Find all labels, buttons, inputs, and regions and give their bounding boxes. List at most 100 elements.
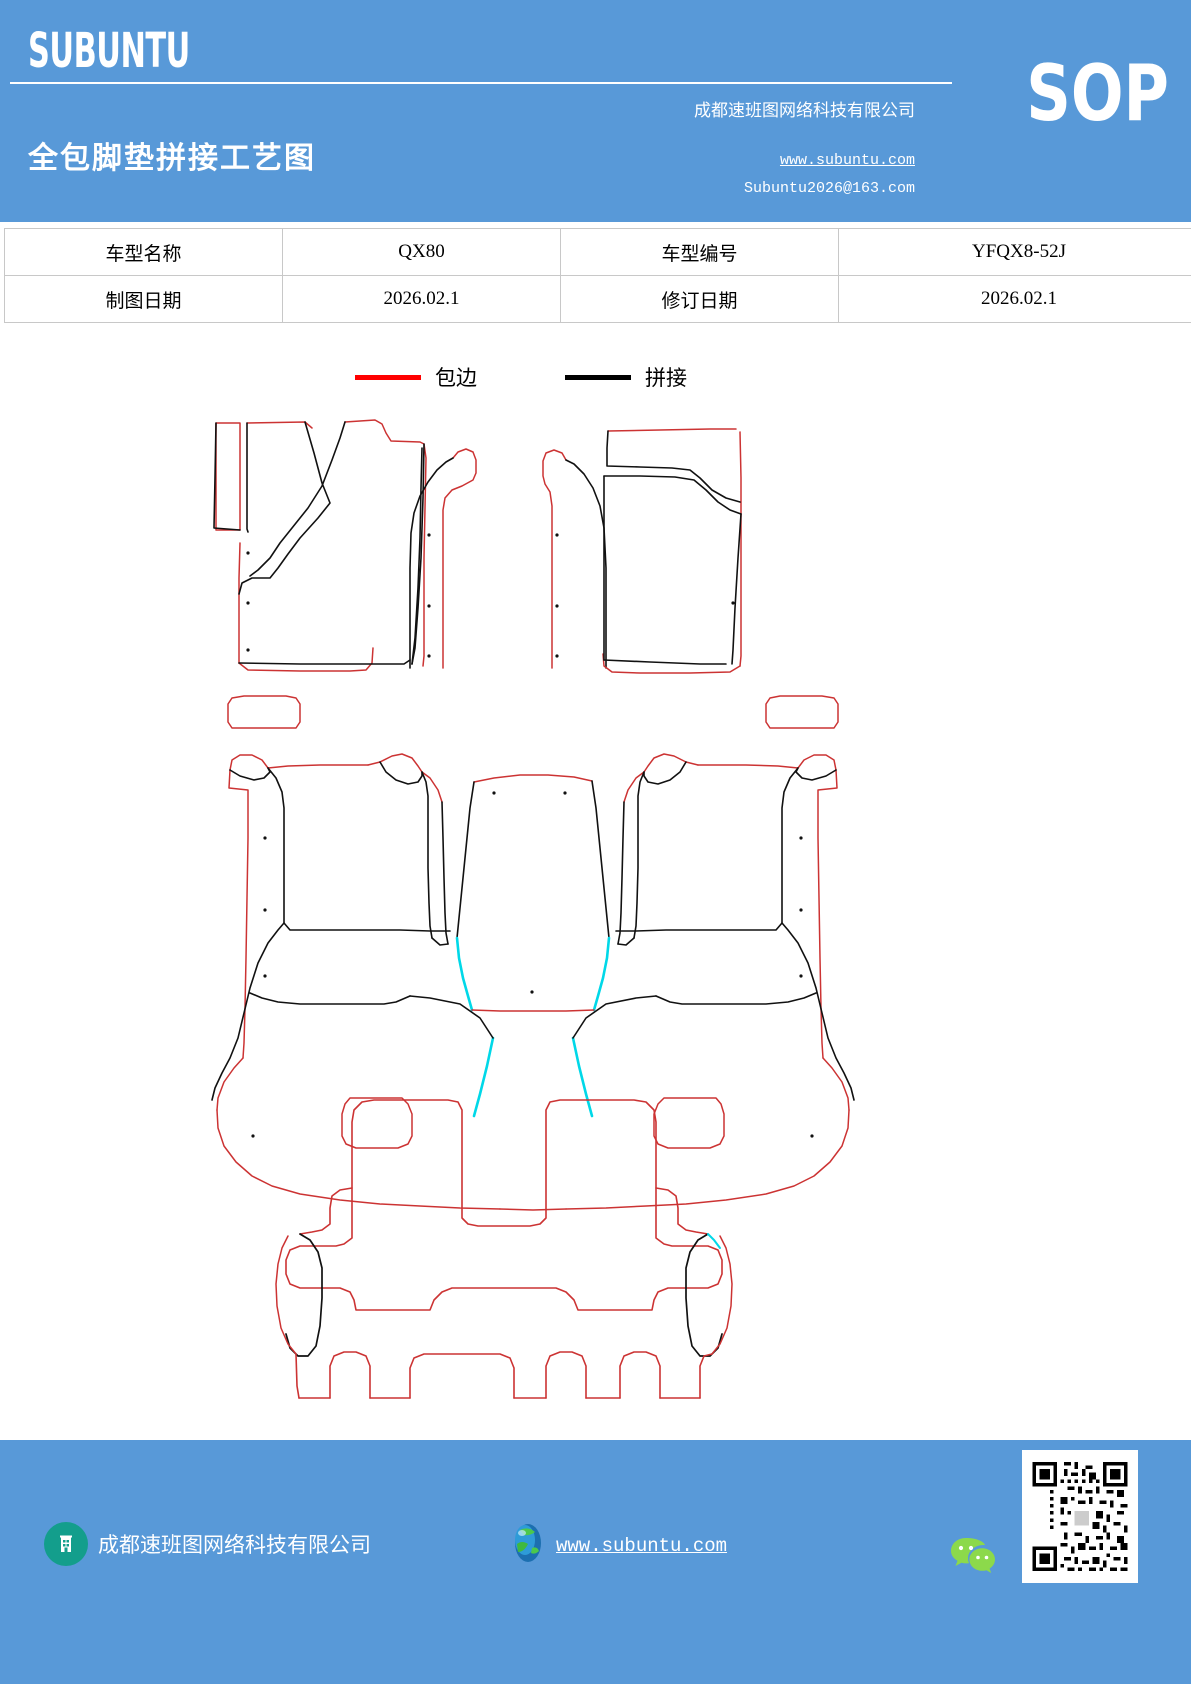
second-row-cap-right <box>765 695 839 729</box>
fastener-dot <box>563 791 567 795</box>
drawing-legend: 包边 拼接 <box>0 358 1191 398</box>
legend-item-seam: 拼接 <box>565 362 687 392</box>
second-row-rightinner-seam3 <box>617 801 625 945</box>
second-row-right-lower-seam <box>781 922 855 1101</box>
footer-website-text: www.subuntu.com <box>556 1534 728 1557</box>
second-row-leftinner-binding <box>367 753 443 803</box>
second-row-right-inner-seam <box>655 992 817 1005</box>
page-footer: 成都速班图网络科技有限公司 www.subuntu.com <box>0 1440 1191 1684</box>
second-row-lower-accent-right <box>571 1036 594 1118</box>
second-row-mat <box>211 695 855 1211</box>
footer-company-name: 成都速班图网络科技有限公司 <box>98 1533 371 1557</box>
driver-mat-bottom-binding <box>238 647 374 672</box>
driver-mat-seam-a <box>213 422 241 531</box>
driver-mat-left-binding <box>238 542 241 664</box>
third-row-left-blade-seam <box>285 1233 323 1357</box>
fastener-dot <box>530 990 534 994</box>
header-email: Subuntu2026@163.com <box>743 180 915 197</box>
third-row-left-blade-binding <box>275 1235 297 1355</box>
driver-mat-seam-right <box>411 443 425 665</box>
driver-mat-outer-binding <box>246 419 427 667</box>
legend-item-binding: 包边 <box>355 362 477 392</box>
third-row-right-blade-seam <box>685 1233 723 1357</box>
passenger-mat-seam-right <box>731 513 742 665</box>
passenger-flap-binding <box>542 449 567 669</box>
second-row-left-seam-top <box>229 767 271 781</box>
second-row-left-binding <box>229 754 369 771</box>
page-title: 全包脚垫拼接工艺图 <box>28 141 316 176</box>
second-row-skirt-right <box>565 1109 850 1210</box>
second-row-skirt-bottom <box>499 1208 567 1211</box>
page-header: SUBUNTU 全包脚垫拼接工艺图 成都速班图网络科技有限公司 www.subu… <box>0 0 1191 222</box>
driver-mat-seam-b <box>246 422 249 533</box>
passenger-mat-bottom-binding <box>602 653 741 674</box>
driver-flap-seam <box>409 457 454 669</box>
second-row-lower-accent-left <box>472 1036 495 1118</box>
second-row-leftinner-close <box>431 937 449 946</box>
second-row-pocket-left <box>341 1097 413 1149</box>
label-model-name: 车型名称 <box>4 228 283 276</box>
passenger-flap-seam <box>565 459 607 669</box>
passenger-mat-seam-top <box>606 430 741 503</box>
fastener-dot <box>810 1134 814 1138</box>
legend-label-seam: 拼接 <box>645 366 687 390</box>
fastener-dot <box>799 836 803 840</box>
footer-website-block[interactable]: www.subuntu.com <box>508 1522 727 1569</box>
second-row-rightinner-seam <box>643 761 687 785</box>
fastener-dot <box>427 654 431 658</box>
second-row-center-left-seam <box>456 781 475 939</box>
table-row: 车型名称 QX80 车型编号 YFQX8-52J <box>4 228 1191 276</box>
third-row-left-step <box>299 1187 353 1235</box>
vehicle-info-table: 车型名称 QX80 车型编号 YFQX8-52J 制图日期 2026.02.1 … <box>4 228 1191 323</box>
front-row-mats <box>213 419 742 674</box>
fastener-dot <box>246 648 250 652</box>
second-row-center-accent-left <box>455 936 474 1012</box>
second-row-right-binding <box>697 754 837 771</box>
fastener-dot <box>555 654 559 658</box>
fastener-dot <box>251 1134 255 1138</box>
second-row-center-bottom-binding <box>471 1009 595 1012</box>
second-row-rightinner-binding <box>623 753 699 803</box>
fastener-dot <box>246 551 250 555</box>
second-row-rightinner-close <box>617 937 635 946</box>
passenger-mat-binding <box>607 428 742 667</box>
third-row-bottom-scallops <box>295 1351 713 1399</box>
passenger-mat-seam-bottom <box>603 659 727 665</box>
mat-pattern-drawing <box>0 398 1191 1438</box>
legend-swatch-red <box>355 374 421 380</box>
third-row-right-blade-accent <box>707 1233 721 1249</box>
third-row-mat <box>275 1099 733 1399</box>
second-row-left-seam-body <box>267 767 451 932</box>
fastener-dot <box>263 974 267 978</box>
fastener-dot <box>731 601 735 605</box>
value-revision-date: 2026.02.1 <box>838 275 1191 323</box>
passenger-mat-seam-second <box>603 475 742 515</box>
footer-company-block: 成都速班图网络科技有限公司 <box>44 1522 371 1566</box>
label-model-code: 车型编号 <box>560 228 839 276</box>
second-row-leftinner-seam3 <box>441 801 449 945</box>
table-row: 制图日期 2026.02.1 修订日期 2026.02.1 <box>4 275 1191 323</box>
second-row-skirt-left <box>216 1109 501 1210</box>
second-row-left-lower-seam <box>211 922 285 1101</box>
qr-code <box>1022 1450 1138 1583</box>
second-row-center-binding <box>473 774 593 783</box>
value-model-code: YFQX8-52J <box>838 228 1191 276</box>
third-row-right-step <box>655 1187 709 1235</box>
header-divider <box>10 82 952 84</box>
driver-mat-seam-bottom <box>238 659 411 665</box>
second-row-pocket-right <box>653 1097 725 1149</box>
brand-logo: SUBUNTU <box>28 22 190 79</box>
second-row-right-edge <box>817 769 838 1059</box>
second-row-left-bottom <box>216 1057 244 1111</box>
header-website-text: www.subuntu.com <box>779 152 915 169</box>
second-row-left-edge <box>228 769 249 1059</box>
header-company-name: 成都速班图网络科技有限公司 <box>694 101 915 120</box>
fastener-dot <box>555 604 559 608</box>
fastener-dot <box>799 908 803 912</box>
legend-swatch-black <box>565 374 631 380</box>
second-row-lower-seam-right <box>572 995 657 1039</box>
header-website-link[interactable]: www.subuntu.com <box>480 152 915 169</box>
building-icon <box>44 1522 88 1566</box>
second-row-left-inner-seam <box>249 992 411 1005</box>
legend-label-binding: 包边 <box>435 366 477 390</box>
